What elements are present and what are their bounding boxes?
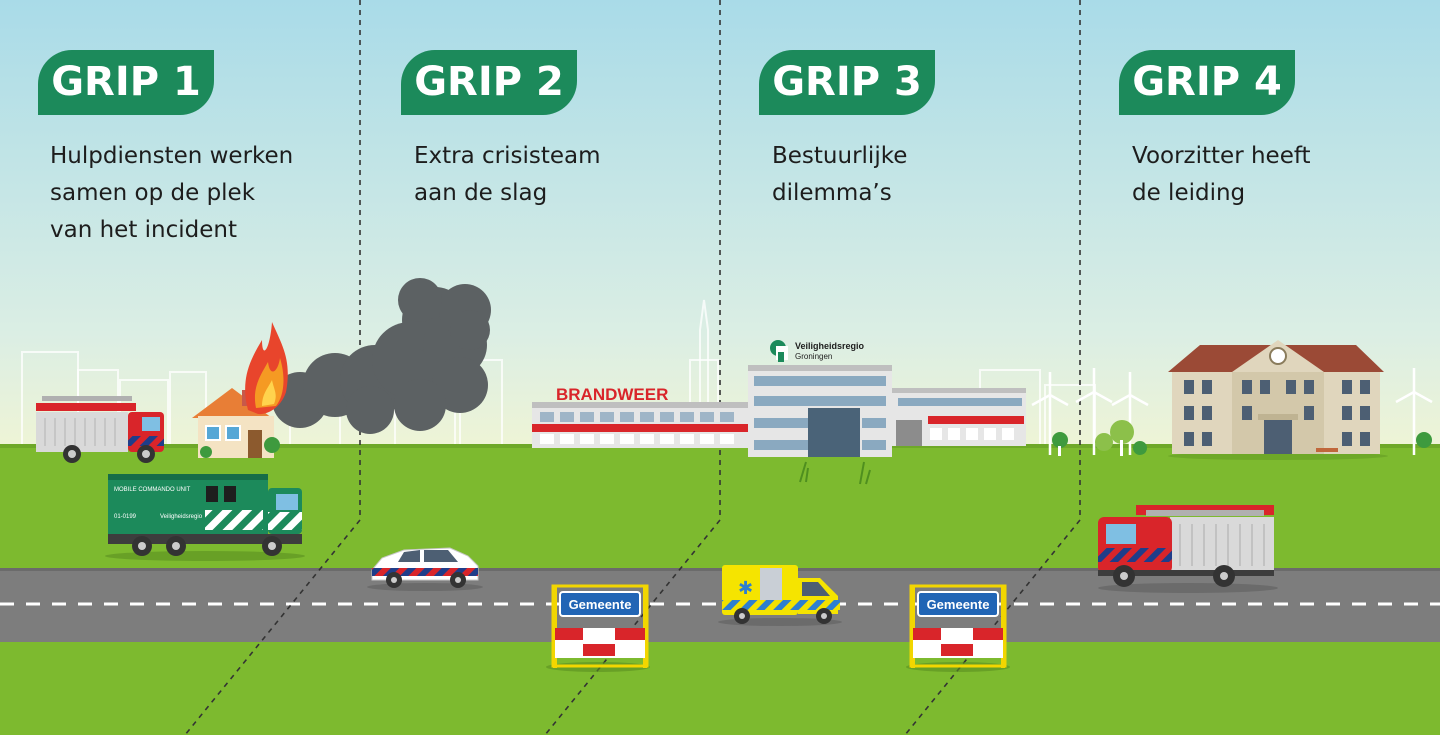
ambulance: ✱ — [718, 565, 842, 626]
fire-station-building: BRANDWEER — [532, 385, 748, 448]
bushes — [200, 437, 280, 458]
grip-1-badge: GRIP 1 — [38, 50, 214, 115]
command-unit-brand: Veiligheidsregio — [160, 514, 203, 520]
municipality-sign-2: Gemeente — [906, 584, 1010, 672]
grip-1-description: Hulpdiensten werken samen op de plek van… — [50, 143, 294, 243]
grip-3-description: Bestuurlijke dilemma’s — [772, 143, 908, 206]
fire-truck-1 — [36, 396, 164, 463]
command-unit-label: MOBILE COMMANDO UNIT — [114, 487, 191, 493]
smoke-cloud — [272, 278, 491, 434]
grip-2-badge: GRIP 2 — [401, 50, 577, 115]
municipality-sign-1-text: Gemeente — [569, 597, 632, 612]
mobile-command-truck: MOBILE COMMANDO UNIT 01-0199 Veiligheids… — [105, 474, 305, 561]
municipality-sign-2-text: Gemeente — [927, 597, 990, 612]
municipality-sign-1: Gemeente — [546, 584, 650, 672]
command-unit-id: 01-0199 — [114, 514, 137, 520]
police-car — [367, 547, 483, 591]
fire-station-sign: BRANDWEER — [556, 385, 668, 404]
region-logo-city: Groningen — [795, 352, 832, 361]
grass-tufts — [799, 461, 871, 485]
grip-2-description: Extra crisisteam aan de slag — [414, 143, 601, 206]
wind-turbines — [1031, 368, 1433, 455]
flames — [245, 322, 288, 415]
region-logo-name: Veiligheidsregio — [795, 341, 865, 351]
grip-4-description: Voorzitter heeft de leiding — [1132, 143, 1311, 206]
grip-3-badge: GRIP 3 — [759, 50, 935, 115]
grip-4-badge: GRIP 4 — [1119, 50, 1295, 115]
star-of-life-icon: ✱ — [738, 578, 753, 599]
trees — [1052, 420, 1432, 456]
fire-truck-2 — [1098, 505, 1278, 593]
town-hall — [1168, 340, 1388, 460]
safety-region-building: Veiligheidsregio Groningen — [748, 340, 1026, 457]
